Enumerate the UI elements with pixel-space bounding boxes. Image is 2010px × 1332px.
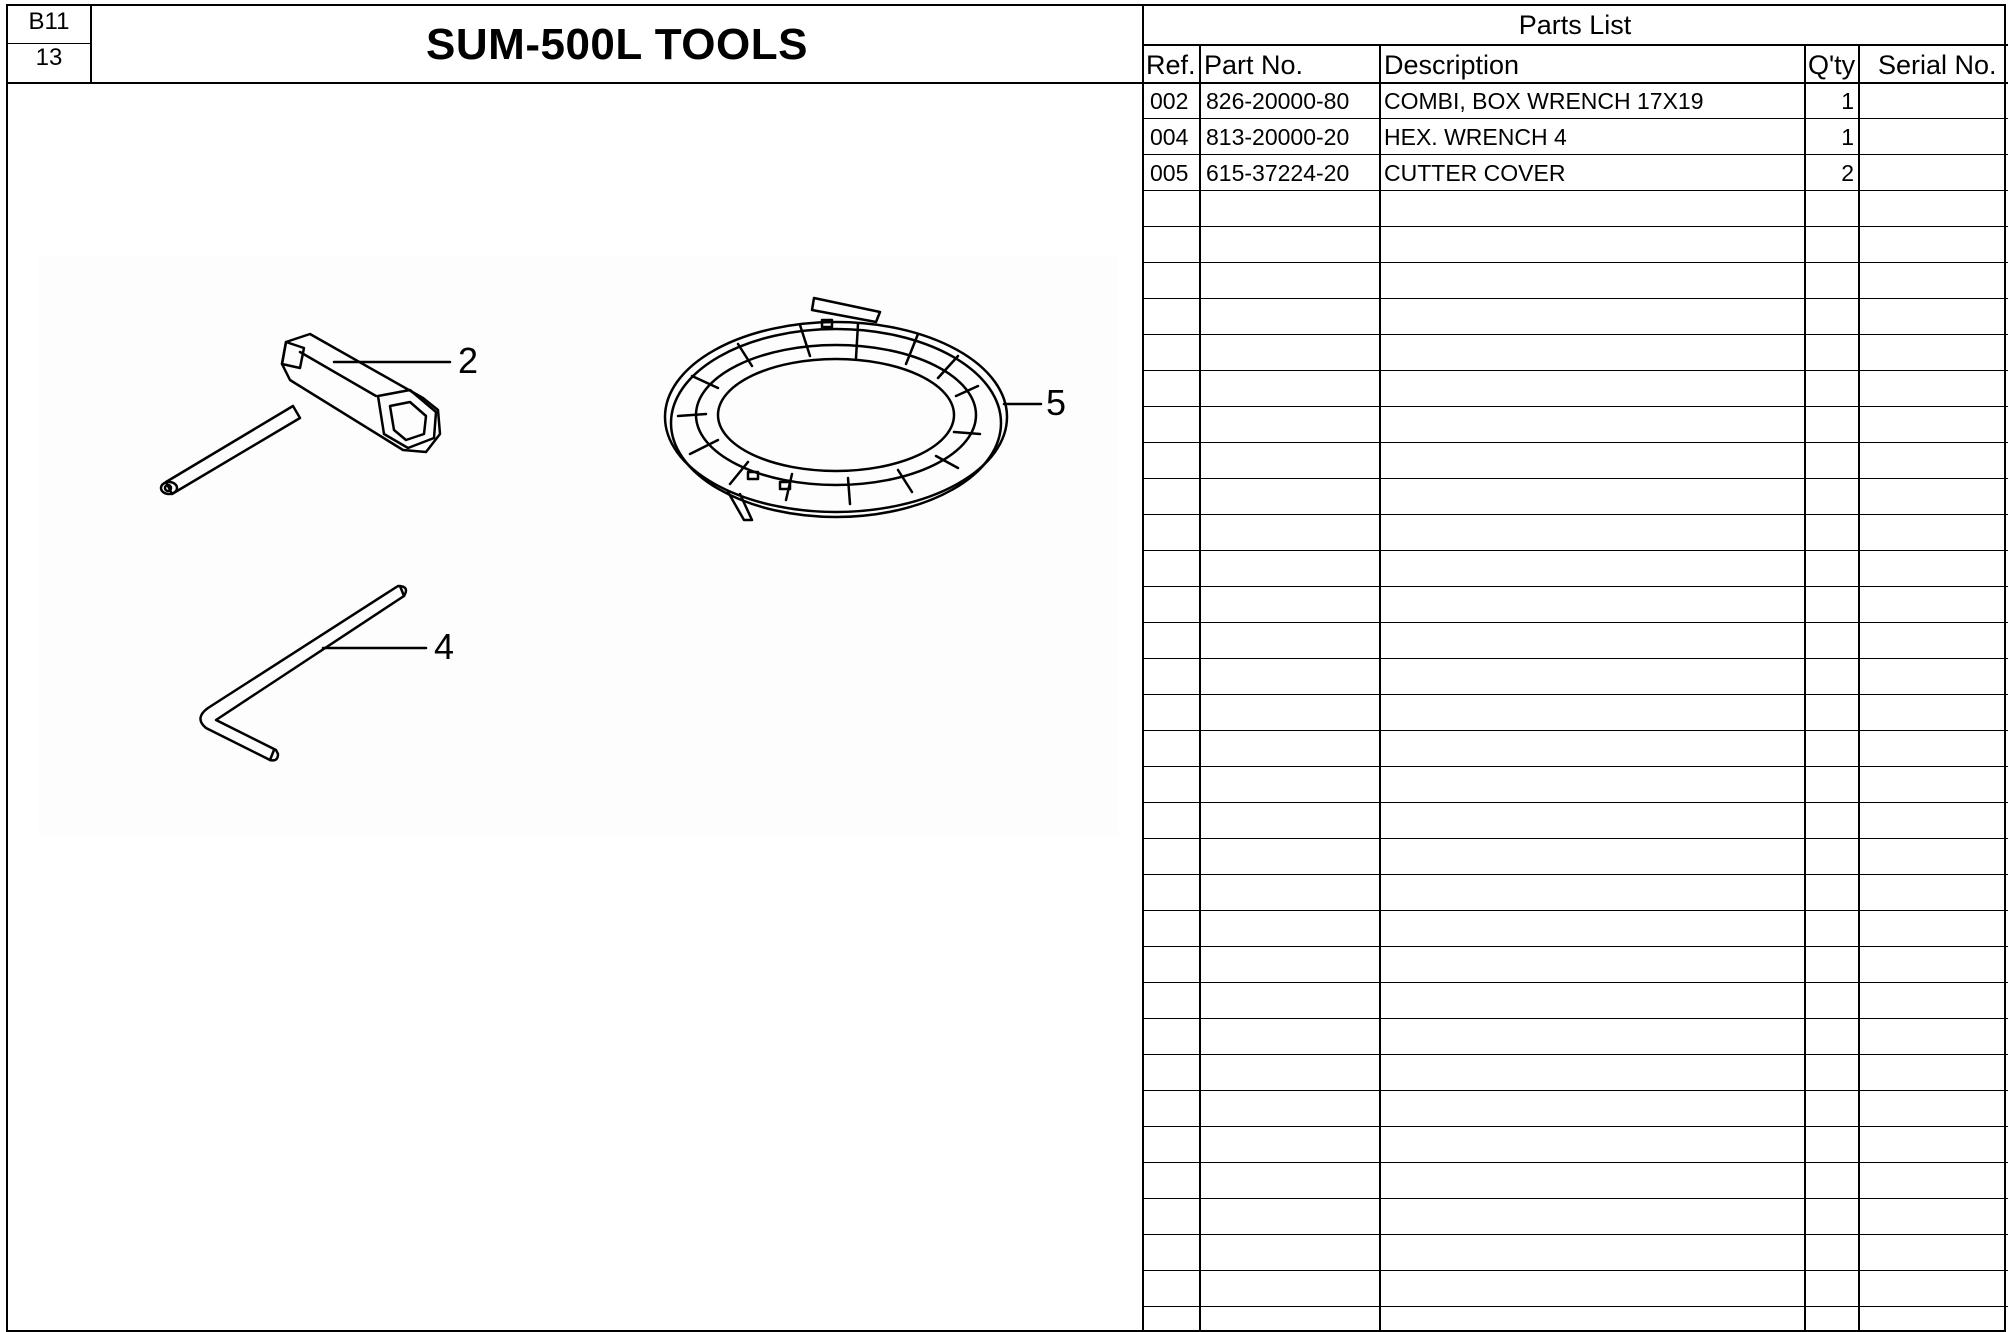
row-line-34 — [1142, 1306, 2008, 1307]
cutter-cover-icon — [663, 296, 1009, 522]
row-line-2 — [1142, 154, 2008, 155]
parts-list-title-divider — [1142, 44, 2008, 46]
tools-drawing — [159, 296, 1043, 762]
row-line-30 — [1142, 1162, 2008, 1163]
row-line-28 — [1142, 1090, 2008, 1091]
row-1-qty: 1 — [1841, 88, 1854, 114]
box-wrench-icon — [159, 332, 442, 496]
row-line-26 — [1142, 1018, 2008, 1019]
row-line-14 — [1142, 586, 2008, 587]
row-line-3 — [1142, 190, 2008, 191]
row-line-24 — [1142, 946, 2008, 947]
row-line-20 — [1142, 802, 2008, 803]
row-line-5 — [1142, 262, 2008, 263]
row-2-qty: 1 — [1841, 124, 1854, 150]
row-line-9 — [1142, 406, 2008, 407]
col-header-qty: Q'ty — [1808, 50, 1856, 80]
row-line-22 — [1142, 874, 2008, 875]
row-line-27 — [1142, 1054, 2008, 1055]
row-line-1 — [1142, 118, 2008, 119]
col-header-serial: Serial No. — [1878, 50, 1997, 80]
parts-list-left-border — [1142, 6, 1144, 1332]
parts-sheet: B11 13 SUM-500L TOOLS Parts List Ref. Pa… — [6, 4, 2008, 1332]
col-sep-ref — [1199, 45, 1201, 1332]
callout-2: 2 — [458, 340, 479, 381]
row-3-description: CUTTER COVER — [1384, 160, 1566, 186]
hex-wrench-icon — [199, 584, 408, 762]
row-1-description: COMBI, BOX WRENCH 17X19 — [1384, 88, 1704, 114]
row-line-10 — [1142, 442, 2008, 443]
callout-5: 5 — [1046, 382, 1067, 423]
col-header-part-no: Part No. — [1204, 50, 1304, 80]
parts-list-title: Parts List — [1518, 10, 1632, 40]
page-title: SUM-500L TOOLS — [426, 20, 808, 69]
row-line-8 — [1142, 370, 2008, 371]
row-line-29 — [1142, 1126, 2008, 1127]
row-line-25 — [1142, 982, 2008, 983]
row-2-ref: 004 — [1150, 124, 1189, 150]
row-line-33 — [1142, 1270, 2008, 1271]
header-underline — [8, 82, 1142, 84]
row-1-ref: 002 — [1150, 88, 1189, 114]
col-sep-qty — [1858, 45, 1860, 1332]
col-sep-desc — [1804, 45, 1806, 1332]
section-code: B11 — [28, 8, 70, 35]
row-line-15 — [1142, 622, 2008, 623]
row-line-17 — [1142, 694, 2008, 695]
col-sep-part — [1379, 45, 1381, 1332]
row-line-4 — [1142, 226, 2008, 227]
code-divider — [8, 43, 90, 44]
row-1-part-no: 826-20000-80 — [1206, 88, 1350, 114]
row-line-13 — [1142, 550, 2008, 551]
col-header-description: Description — [1384, 50, 1520, 80]
row-line-7 — [1142, 334, 2008, 335]
exploded-illustration: 2 5 4 — [38, 256, 1118, 836]
row-line-32 — [1142, 1234, 2008, 1235]
callout-4: 4 — [434, 626, 455, 667]
parts-list-header-divider — [1142, 82, 2008, 84]
row-3-part-no: 615-37224-20 — [1206, 160, 1350, 186]
row-line-6 — [1142, 298, 2008, 299]
row-3-ref: 005 — [1150, 160, 1189, 186]
row-line-18 — [1142, 730, 2008, 731]
row-line-16 — [1142, 658, 2008, 659]
code-border — [90, 6, 92, 82]
row-line-19 — [1142, 766, 2008, 767]
row-3-qty: 2 — [1841, 160, 1854, 186]
row-line-12 — [1142, 514, 2008, 515]
page-number: 13 — [35, 44, 63, 71]
row-line-11 — [1142, 478, 2008, 479]
row-line-21 — [1142, 838, 2008, 839]
row-2-part-no: 813-20000-20 — [1206, 124, 1350, 150]
col-header-ref: Ref. — [1146, 50, 1196, 80]
row-line-31 — [1142, 1198, 2008, 1199]
row-line-23 — [1142, 910, 2008, 911]
row-2-description: HEX. WRENCH 4 — [1384, 124, 1567, 150]
